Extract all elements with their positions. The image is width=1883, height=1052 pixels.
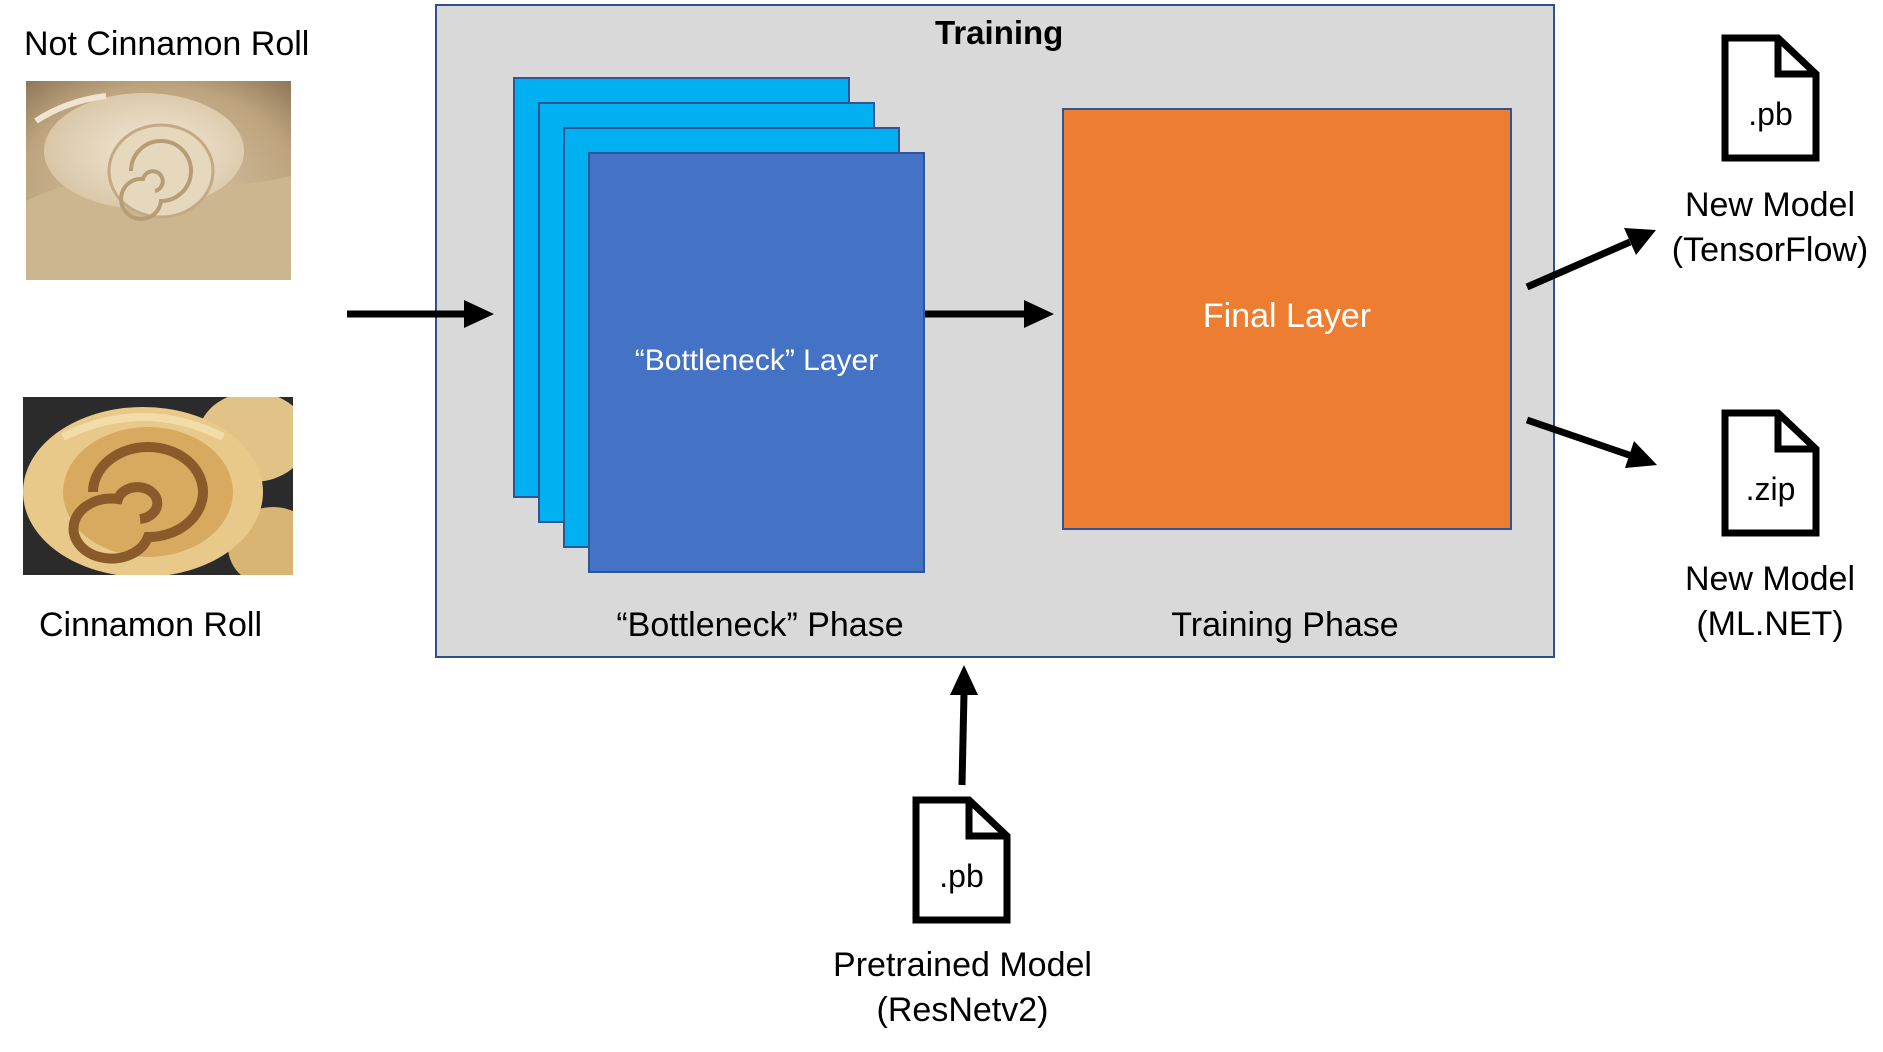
arrow-to-tensorflow-model [1525,228,1656,291]
not-cinnamon-roll-label: Not Cinnamon Roll [24,25,310,63]
arrow-pretrained-to-training [950,665,978,786]
bottleneck-phase-label: “Bottleneck” Phase [616,606,904,644]
pretrained-model-label-1: Pretrained Model [833,946,1092,984]
tensorflow-model-label-1: New Model [1684,186,1856,224]
cinnamon-roll-image [23,397,293,575]
tensorflow-file-ext: .pb [1748,96,1793,132]
final-layer [1062,108,1512,530]
arrow-to-mlnet-model [1525,416,1657,468]
pretrained-file-icon [912,796,1011,924]
arrow-input-to-bottleneck [347,300,494,328]
final-layer-label: Final Layer [1202,297,1372,335]
pretrained-model-label-2: (ResNetv2) [876,991,1049,1029]
tensorflow-model-label-2: (TensorFlow) [1671,231,1869,269]
training-phase-label: Training Phase [1171,606,1399,644]
mlnet-file-icon [1721,409,1820,537]
mlnet-model-label-2: (ML.NET) [1696,605,1844,643]
training-title: Training [935,14,1064,51]
tensorflow-file-icon [1721,34,1820,162]
bottleneck-layer [588,152,925,573]
mlnet-model-label-1: New Model [1684,560,1856,598]
dog-tail-image [26,81,291,280]
bottleneck-layer-label: “Bottleneck” Layer [634,344,879,377]
pretrained-file-ext: .pb [939,858,984,894]
arrow-bottleneck-to-final [925,300,1054,328]
mlnet-file-ext: .zip [1745,471,1796,507]
cinnamon-roll-label: Cinnamon Roll [39,606,262,644]
